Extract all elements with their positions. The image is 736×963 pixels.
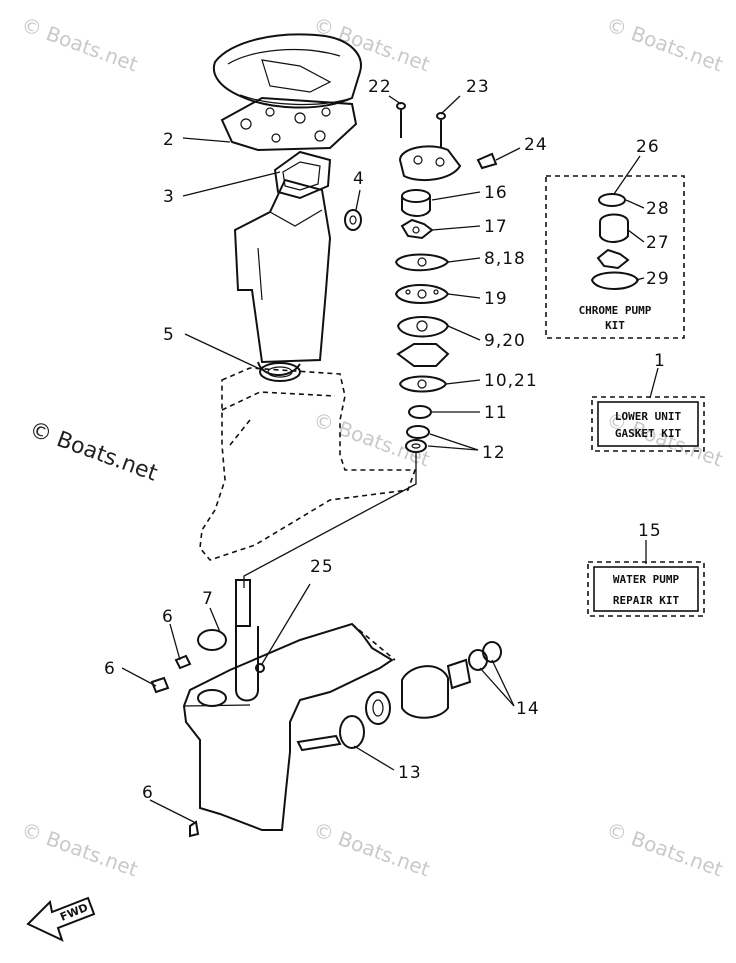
chrome-pump-kit-box: CHROME PUMP KIT xyxy=(545,175,685,339)
lower-gearcase xyxy=(182,579,396,831)
callout-8-18: 8,18 xyxy=(484,249,526,269)
callout-6-lower: 6 xyxy=(142,783,154,803)
callout-7: 7 xyxy=(202,589,214,609)
callout-9-20: 9,20 xyxy=(484,331,526,351)
fwd-label: FWD xyxy=(58,901,90,924)
watermark-bottom-center: © Boats.net xyxy=(310,817,433,881)
callout-17: 17 xyxy=(484,217,508,237)
callout-24: 24 xyxy=(524,135,548,155)
upper-block xyxy=(273,150,332,200)
callout-26: 26 xyxy=(636,137,660,157)
watermarks: © Boats.net © Boats.net © Boats.net © Bo… xyxy=(18,12,726,881)
water-pump-stack xyxy=(243,102,498,588)
watermark-top-left: © Boats.net xyxy=(18,12,141,76)
chrome-pump-kit-line2: KIT xyxy=(605,319,625,332)
lower-unit-kit-line1: LOWER UNIT xyxy=(615,410,682,423)
callout-1: 1 xyxy=(654,351,666,371)
lower-unit-gasket-kit-box: LOWER UNIT GASKET KIT xyxy=(591,396,705,452)
oval-gasket xyxy=(197,629,227,651)
lower-unit-kit-line2: GASKET KIT xyxy=(615,427,682,440)
prop-shaft-components xyxy=(339,641,502,749)
chrome-pump-kit-line1: CHROME PUMP xyxy=(579,304,652,317)
gasket-plate xyxy=(220,96,358,152)
water-pump-kit-line1: WATER PUMP xyxy=(613,573,680,586)
callout-4: 4 xyxy=(353,169,365,189)
callout-14: 14 xyxy=(516,699,540,719)
water-pump-repair-kit-box: WATER PUMP REPAIR KIT xyxy=(587,561,705,617)
callout-6-left: 6 xyxy=(104,659,116,679)
callout-29: 29 xyxy=(646,269,670,289)
seal-ring xyxy=(344,209,362,231)
callout-22: 22 xyxy=(368,77,392,97)
drive-housing-tube xyxy=(233,178,332,376)
callout-28: 28 xyxy=(646,199,670,219)
watermark-top-center: © Boats.net xyxy=(310,12,433,76)
callout-23: 23 xyxy=(466,77,490,97)
watermark-bottom-left: © Boats.net xyxy=(18,817,141,881)
callout-27: 27 xyxy=(646,233,670,253)
fwd-arrow: FWD xyxy=(26,896,96,942)
watermark-top-right: © Boats.net xyxy=(603,12,726,76)
callout-16: 16 xyxy=(484,183,508,203)
callout-5: 5 xyxy=(163,325,175,345)
callout-3: 3 xyxy=(163,187,175,207)
upper-casing xyxy=(199,367,417,561)
leader-lines xyxy=(121,95,659,823)
callout-2: 2 xyxy=(163,130,175,150)
callout-15: 15 xyxy=(638,521,662,541)
grommet xyxy=(259,362,301,382)
callout-19: 19 xyxy=(484,289,508,309)
callout-25: 25 xyxy=(310,557,334,577)
upper-cover xyxy=(212,33,362,109)
watermark-bottom-right: © Boats.net xyxy=(603,817,726,881)
screws-plugs xyxy=(150,654,200,838)
callout-11: 11 xyxy=(484,403,508,423)
callout-12: 12 xyxy=(482,443,506,463)
callout-6-upper: 6 xyxy=(162,607,174,627)
water-pump-kit-line2: REPAIR KIT xyxy=(613,594,680,607)
callout-10-21: 10,21 xyxy=(484,371,538,391)
watermark-large-left: © Boats.net xyxy=(26,417,161,487)
callout-13: 13 xyxy=(398,763,422,783)
callout-labels: 2 3 4 5 22 23 24 16 17 8,18 19 9,20 10,2… xyxy=(104,77,670,803)
